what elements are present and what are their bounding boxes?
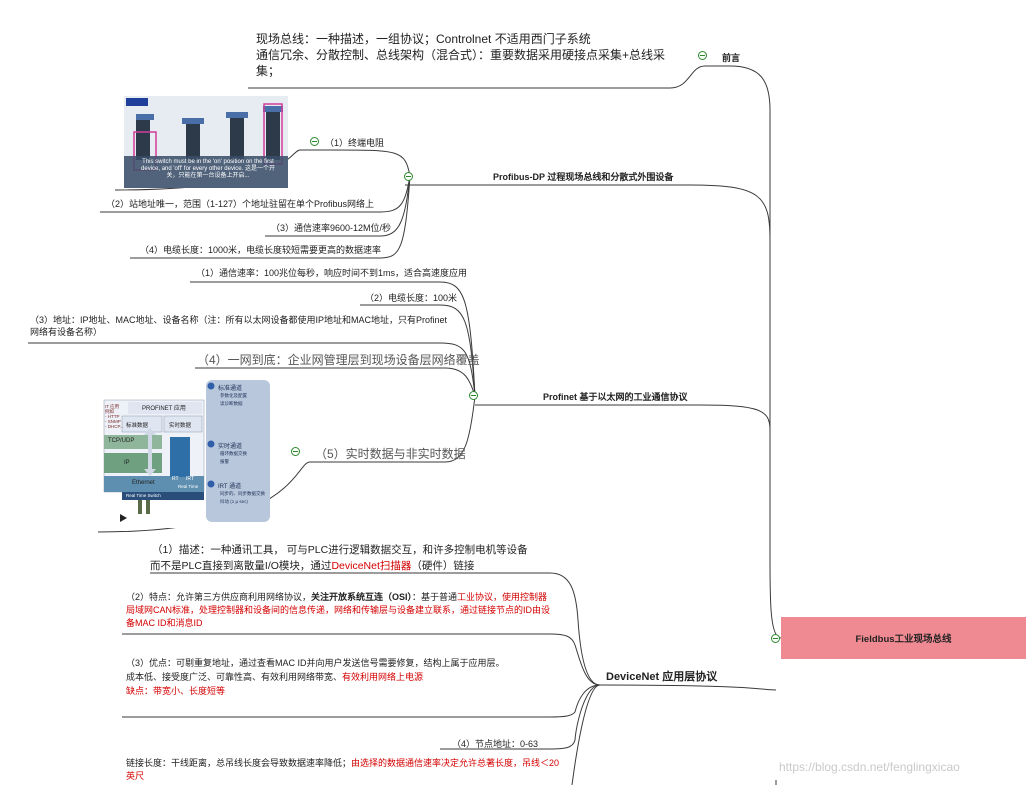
devicenet-p5b: 由选择的数据通信速率决定允许总著长度，吊线＜20英尺 [126, 758, 560, 781]
realtime-data-label: 实时数据 [169, 423, 192, 429]
devicenet-p2c: ：基于普通 [412, 592, 458, 602]
realtime-channel-bullet1: 循环数据交换 [220, 451, 247, 456]
devicenet-p1-line2[interactable]: 而不是PLC直接到离散量I/O模块，通过DeviceNet扫描器（硬件）链接 [150, 558, 474, 573]
irt-label: IRT [186, 476, 194, 482]
devicenet-p3a: （3）优点：可剔重复地址，通过查看MAC ID并向用户发送信号需要修复，结构上属… [126, 658, 505, 668]
profinet-item-2[interactable]: （2）电缆长度：100米 [365, 293, 458, 303]
profinet-item-1[interactable]: （1）通信速率：100兆位每秒，响应时间不到1ms，适合高速度应用 [196, 268, 468, 278]
devicenet-p3[interactable]: （3）优点：可剔重复地址，通过查看MAC ID并向用户发送信号需要修复，结构上属… [126, 656, 566, 698]
profibus-item-4[interactable]: （4）电缆长度：1000米，电缆长度较短需要更高的数据速率 [140, 245, 382, 255]
devicenet-scanner-highlight: DeviceNet扫描器 [331, 560, 412, 572]
irt-channel-label: IRT 通道 [218, 484, 242, 490]
devicenet-p1-line2a: 而不是PLC直接到离散量I/O模块，通过 [150, 560, 332, 572]
termination-image-caption: This switch must be in the 'on' position… [141, 159, 275, 179]
realtime-switch-label: Real Time Switch [126, 493, 161, 498]
tcp-udp-label: TCP/UDP [108, 438, 135, 444]
realtime-collapse-icon[interactable] [291, 447, 300, 456]
realtime-label: Real Time [178, 484, 199, 489]
profibus-collapse-icon[interactable] [404, 172, 413, 181]
termination-resistor-image: This switch must be in the 'on' position… [124, 96, 288, 188]
profinet-title[interactable]: Profinet 基于以太网的工业通信协议 [543, 392, 688, 402]
watermark: https://blog.csdn.net/fenglingxicao [779, 760, 960, 774]
preface-note-line1: 现场总线：一种描述，一组协议；Controlnet 不适用西门子系统 [256, 32, 591, 46]
profibus-item-1[interactable]: （1）终端电阻 [325, 138, 385, 148]
devicenet-p5a: 链接长度：干线距离，总吊线长度会导致数据速率降低； [126, 758, 352, 768]
devicenet-osi-highlight: 关注开放系统互连（OSI） [311, 592, 413, 602]
profinet-item-3[interactable]: （3）地址：IP地址、MAC地址、设备名称（注：所有以太网设备都使用IP地址和M… [30, 315, 448, 337]
profinet-app-header: PROFINET 应用 [142, 406, 186, 412]
it-applications-label: IT 应用 例如 - HTTP - SNMP - DHCP... [105, 404, 124, 429]
preface-collapse-icon[interactable] [698, 51, 707, 60]
realtime-channel-label: 实时通道 [218, 444, 243, 450]
rt-label: RT [172, 476, 179, 482]
devicenet-p4[interactable]: （4）节点地址：0-63 [452, 739, 539, 749]
profinet-item-5[interactable]: （5）实时数据与非实时数据 [315, 447, 466, 461]
trunk-connector [729, 65, 782, 639]
profinet-collapse-icon[interactable] [469, 391, 478, 400]
devicenet-p2a: （2）特点：允许第三方供应商利用网络协议， [126, 592, 312, 602]
devicenet-p2[interactable]: （2）特点：允许第三方供应商利用网络协议，关注开放系统互连（OSI）：基于普通工… [126, 591, 556, 630]
termination-collapse-icon[interactable] [310, 137, 319, 146]
preface-title[interactable]: 前言 [722, 53, 741, 63]
devicenet-p1-line1[interactable]: （1）描述：一种通讯工具， 可与PLC进行逻辑数据交互，和许多控制电机等设备 [152, 544, 528, 556]
ip-label: IP [124, 460, 130, 466]
standard-channel-bullet2: 读诊断数据 [220, 401, 243, 406]
devicenet-p3b: 成本低、接受度广泛、可靠性高、有效利用网络带宽、 [126, 672, 343, 682]
plc-modules-illustration [124, 96, 288, 188]
ethernet-label: Ethernet [132, 480, 155, 486]
devicenet-p5[interactable]: 链接长度：干线距离，总吊线长度会导致数据速率降低；由选择的数据通信速率决定允许总… [126, 757, 566, 783]
realtime-channel-bullet2: 报警 [220, 459, 229, 464]
devicenet-p3c: 有效利用网络上电源 [342, 672, 424, 682]
profibus-item-3[interactable]: （3）通信速率9600-12M位/秒 [271, 223, 392, 233]
profinet-stack-illustration [100, 380, 270, 528]
profibus-item-2[interactable]: （2）站地址唯一，范围（1-127）个地址驻留在单个Profibus网络上 [106, 199, 375, 209]
root-collapse-icon[interactable] [771, 634, 780, 643]
irt-channel-bullet1: 同步的、同步数据交换 [220, 491, 265, 496]
devicenet-title[interactable]: DeviceNet 应用层协议 [606, 671, 718, 683]
profinet-item-4[interactable]: （4）一网到底：企业网管理层到现场设备层网络覆盖 [197, 353, 480, 367]
devicenet-p1-line2c: （硬件）链接 [411, 560, 475, 572]
standard-data-label: 标准数据 [126, 423, 149, 429]
root-node[interactable]: Fieldbus工业现场总线 [781, 617, 1026, 659]
standard-channel-bullet1: 参数化及配置 [220, 393, 247, 398]
devicenet-p2d: 工业协议，使用控制器局域网CAN标准，处理控制器和设备间的信息传递，网络和传输层… [126, 592, 551, 628]
root-label: Fieldbus工业现场总线 [855, 634, 952, 645]
irt-channel-bullet2: 抖动 (1 μ sec) [220, 499, 248, 504]
profinet-stack-diagram: PROFINET 应用 IT 应用 例如 - HTTP - SNMP - DHC… [100, 380, 270, 528]
standard-channel-label: 标准通道 [218, 386, 243, 392]
profibus-title[interactable]: Profibus-DP 过程现场总线和分散式外围设备 [493, 172, 674, 182]
preface-note-line2: 通信冗余、分散控制、总线架构（混合式）：重要数据采用硬接点采集+总线采集； [256, 48, 666, 78]
devicenet-p3d: 缺点：带宽小、长度短等 [126, 686, 226, 696]
